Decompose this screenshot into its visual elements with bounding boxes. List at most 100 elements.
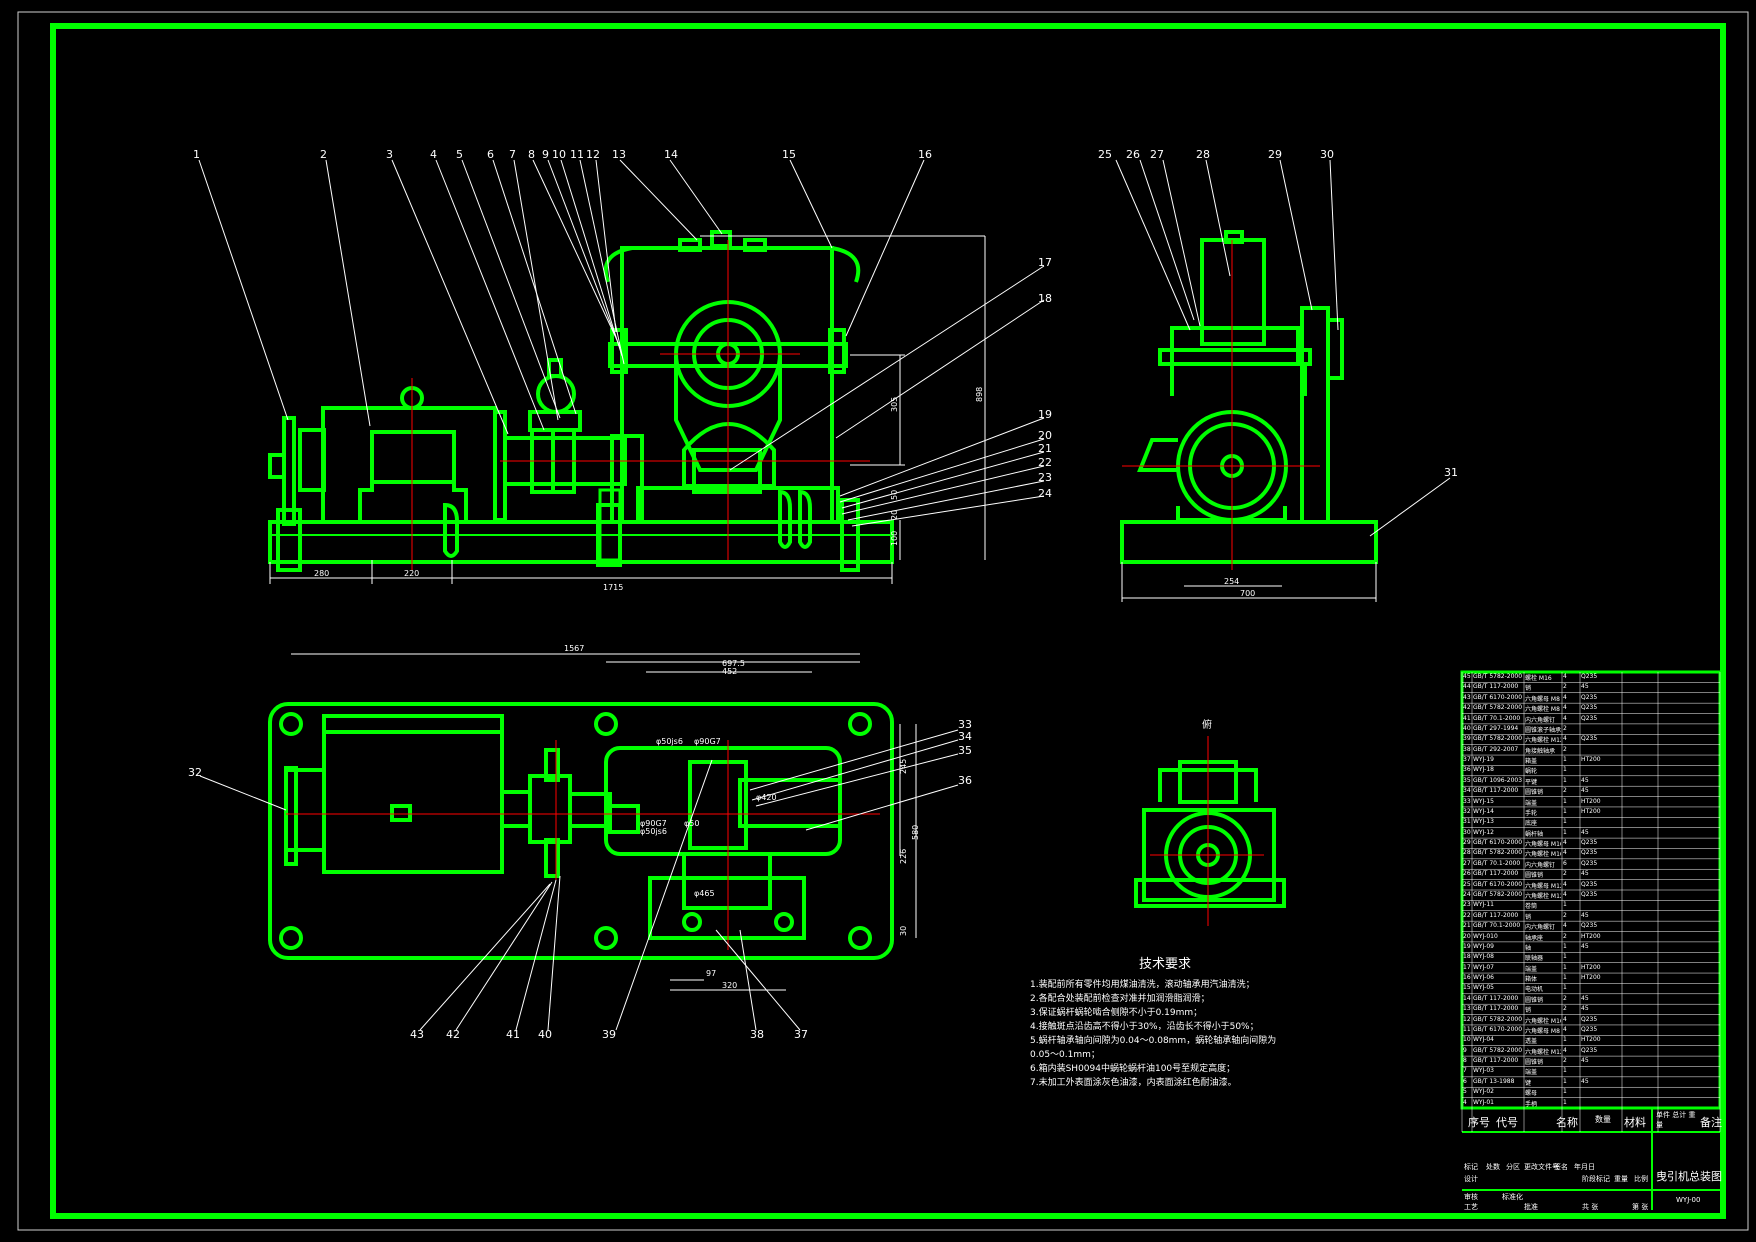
bom-cell: 1 [1563,901,1567,909]
bom-cell: 六角螺母 M8 [1525,1027,1560,1035]
aux-view [1134,760,1286,908]
bom-cell: WYJ-05 [1473,984,1494,992]
front-view [268,230,894,572]
bom-cell: WYJ-12 [1473,828,1494,836]
bom-cell: 1 [1563,776,1567,784]
bom-cell: GB/T 5782-2000 [1473,673,1523,680]
hdr-qty: 数量 [1595,1115,1611,1124]
bom-cell: 11 [1463,1025,1471,1033]
bom-row-lines [1461,672,1721,1132]
bom-cell: GB/T 5782-2000 [1473,1015,1523,1023]
bom-cell: 手轮 [1525,809,1538,817]
dim-text: φ90G7 [694,737,721,746]
bom-cell: WYJ-04 [1473,1036,1494,1044]
bom-cell: 1 [1563,942,1567,950]
bom-cell: 圆锥销 [1525,872,1544,880]
drawing-title: 曳引机总装图 [1656,1170,1722,1183]
balloon: 17 [1038,256,1052,269]
bom-cell: 2 [1563,1057,1567,1065]
dim-text: 30 [899,926,908,936]
bom-cell: 角接触轴承 [1525,747,1556,755]
dim-text: 50 [890,490,899,500]
balloon: 33 [958,718,972,731]
tech-title: 技术要求 [1138,957,1191,972]
bom-cell: 45 [1581,787,1589,795]
bom-cell: GB/T 117-2000 [1473,787,1519,795]
bom-cell: 43 [1463,693,1471,701]
bom-cell: GB/T 6170-2000 [1473,693,1523,701]
bom-cell: 4 [1563,735,1567,743]
bom-cell: 40 [1463,724,1471,732]
bom-cell: GB/T 6170-2000 [1473,839,1523,847]
plan-balloons: 32 33 34 35 36 37 38 39 40 41 42 43 [188,718,972,1041]
dim-text: φ465 [694,889,715,898]
dimension-texts: 280 220 1715 305 898 100 50 20 254 700 1… [314,387,1255,990]
balloon: 16 [918,148,932,161]
front-balloons: 1 2 3 4 5 6 7 8 9 10 11 12 13 14 15 16 1… [193,148,1052,500]
bom-cell: GB/T 117-2000 [1473,911,1519,919]
balloon: 10 [552,148,566,161]
tech-line: 1.装配前所有零件均用煤油清洗，滚动轴承用汽油清洗； [1030,980,1255,990]
bom-cell: 1 [1563,1067,1567,1075]
dim-text: 245 [899,759,908,774]
bom-cell: WYJ-14 [1473,807,1494,815]
balloon: 37 [794,1028,808,1041]
bom-cell: 平键 [1525,778,1538,786]
bom-cell: 9 [1463,1046,1467,1054]
dim-text: 97 [706,969,716,978]
bom-cell: 六角螺栓 M16 [1525,1017,1561,1025]
plan-view [268,702,894,960]
bom-cell: 六角螺栓 M12 [1525,1048,1561,1056]
bom-cell: 1 [1563,984,1567,992]
bom-cell: 1 [1563,818,1567,826]
bom-cell: GB/T 1096-2003 [1473,776,1523,784]
bom-cell: WYJ-03 [1473,1067,1494,1075]
bom-cell: 45 [1581,683,1589,691]
bom-cell: 4 [1563,673,1567,680]
balloon: 18 [1038,292,1052,305]
dim-text: φ90G7 [640,819,667,828]
balloon: 11 [570,148,584,161]
tb-cell: 共 张 [1582,1203,1599,1211]
balloon: 28 [1196,148,1210,161]
tech-line: 5.蜗杆轴承轴向间隙为0.04～0.08mm，蜗轮轴承轴向间隙为 [1030,1036,1277,1046]
bom-cell: 10 [1463,1036,1471,1044]
front-centerlines [411,240,870,570]
bom-cell: 18 [1463,953,1471,961]
plan-dimension-lines [291,653,917,991]
balloon: 29 [1268,148,1282,161]
bom-cell: Q235 [1581,859,1598,867]
balloon: 25 [1098,148,1112,161]
bom-cell: 箱盖 [1525,758,1538,766]
bom-cell: 25 [1463,880,1471,888]
side-dimension-lines [1121,562,1377,602]
bom-cell: 4 [1563,1015,1567,1023]
bom-cell: Q235 [1581,922,1598,930]
bom-cell: Q235 [1581,1046,1598,1054]
bom-cell: 2 [1563,745,1567,753]
bom-cell: 16 [1463,974,1471,982]
bom-cell: 六角螺母 M8 [1525,695,1560,703]
bom-cell: 34 [1463,787,1471,795]
bom-cell: 4 [1563,891,1567,898]
outer-border [17,11,1749,1231]
tb-cell: 更改文件号 [1524,1163,1559,1171]
bom-cell: 1 [1563,1077,1567,1085]
bom-cell: 15 [1463,984,1471,992]
leader-lines [198,159,1451,1031]
bom-cell: 41 [1463,714,1471,722]
bom-cell: 29 [1463,839,1471,847]
bom-cell: 20 [1463,932,1471,940]
bom-cell: 4 [1563,1046,1567,1054]
dim-text: 226 [899,849,908,864]
balloon: 23 [1038,471,1052,484]
bom-cell: Q235 [1581,735,1598,743]
bom-cell: 六角螺栓 M16 [1525,851,1561,859]
bom-cell: 17 [1463,963,1471,971]
bom-cell: 38 [1463,745,1471,753]
bom-cell: 1 [1563,797,1567,805]
dim-text: 254 [1224,577,1239,586]
bom-cell: 8 [1463,1057,1467,1065]
bom-cell: 4 [1563,714,1567,722]
